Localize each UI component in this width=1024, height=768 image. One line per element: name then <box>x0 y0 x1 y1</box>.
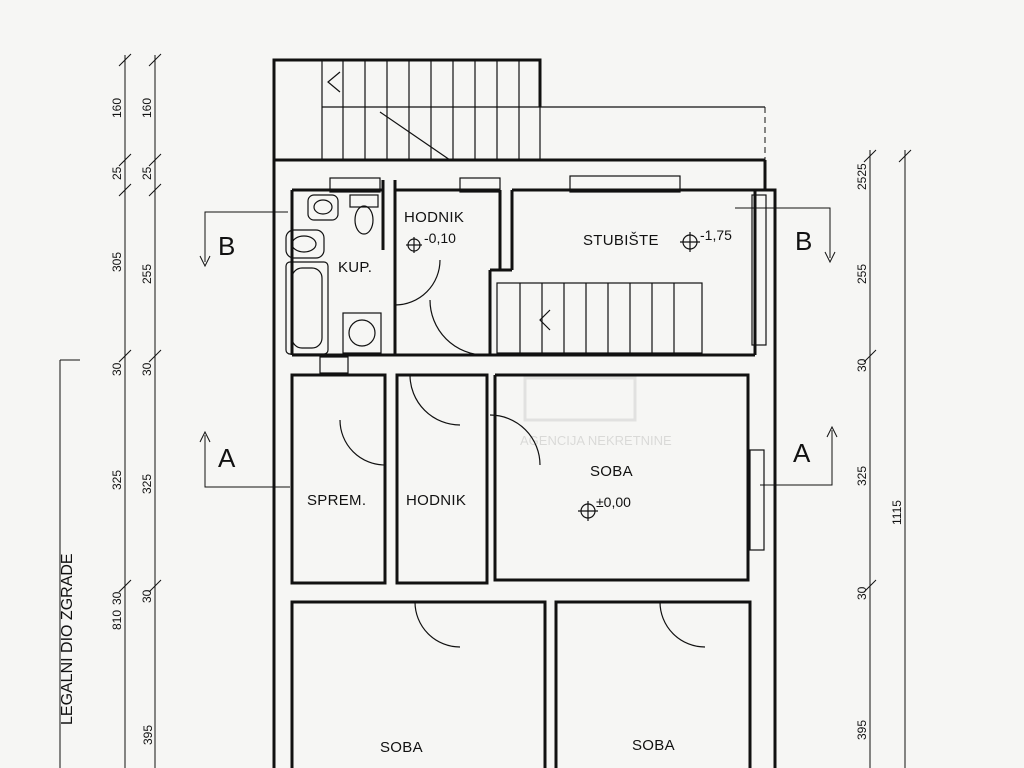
dim-inner-left-3: 255 <box>140 264 154 284</box>
side-label-legalni-dio: LEGALNI DIO ZGRADE <box>59 553 76 725</box>
building-walls <box>272 58 777 768</box>
dim-outer-left-5: 325 <box>110 470 124 490</box>
room-label-hodnik-mid: HODNIK <box>406 492 466 509</box>
level-markers <box>406 232 700 521</box>
dim-right-6: 395 <box>855 720 869 740</box>
lower-stair <box>496 282 703 354</box>
door-swings <box>339 259 706 648</box>
dim-inner-left-6: 30 <box>140 589 154 603</box>
section-label-a-right: A <box>793 438 811 468</box>
dim-inner-left-2: 25 <box>140 166 154 180</box>
room-label-hodnik-top: HODNIK <box>404 209 464 226</box>
dim-outer-left-1: 160 <box>110 98 124 118</box>
upper-stair <box>321 59 541 161</box>
dim-inner-left-4: 30 <box>140 362 154 376</box>
section-label-b-right: B <box>795 226 812 256</box>
dim-right-3: 30 <box>855 358 869 372</box>
dim-outer-left-6: 30 <box>110 591 124 605</box>
dim-outer-left-7: 810 <box>110 610 124 630</box>
section-markers <box>199 207 838 488</box>
room-label-soba-mid: SOBA <box>590 463 633 480</box>
room-label-soba-right: SOBA <box>632 737 675 754</box>
watermark-text: AGENCIJA NEKRETNINE <box>520 433 672 448</box>
dim-right-5: 30 <box>855 586 869 600</box>
level-label-stubiste: -1,75 <box>700 227 732 243</box>
dim-right-4: 325 <box>855 466 869 486</box>
section-label-b-left: B <box>218 231 235 261</box>
dim-outer-left-3: 305 <box>110 252 124 272</box>
section-label-a-left: A <box>218 443 236 473</box>
watermark: AGENCIJA NEKRETNINE <box>520 376 672 448</box>
dimension-lines <box>59 53 912 768</box>
room-label-soba-left: SOBA <box>380 739 423 756</box>
dim-right-total: 1115 <box>890 500 904 525</box>
dim-inner-left-1: 160 <box>140 98 154 118</box>
dim-inner-left-5: 325 <box>140 474 154 494</box>
dim-right-1: 2525 <box>855 163 869 190</box>
room-label-sprem: SPREM. <box>307 492 366 509</box>
dim-outer-left-4: 30 <box>110 362 124 376</box>
room-label-kup: KUP. <box>338 259 372 276</box>
level-label-hodnik: -0,10 <box>424 230 456 246</box>
room-label-stubiste: STUBIŠTE <box>583 232 659 249</box>
dim-outer-left-8: 395 <box>141 725 155 745</box>
level-label-soba: ±0,00 <box>596 494 631 510</box>
bathroom-fixtures <box>285 194 382 355</box>
windows <box>319 175 767 551</box>
dim-outer-left-2: 25 <box>110 166 124 180</box>
dim-right-2: 255 <box>855 264 869 284</box>
